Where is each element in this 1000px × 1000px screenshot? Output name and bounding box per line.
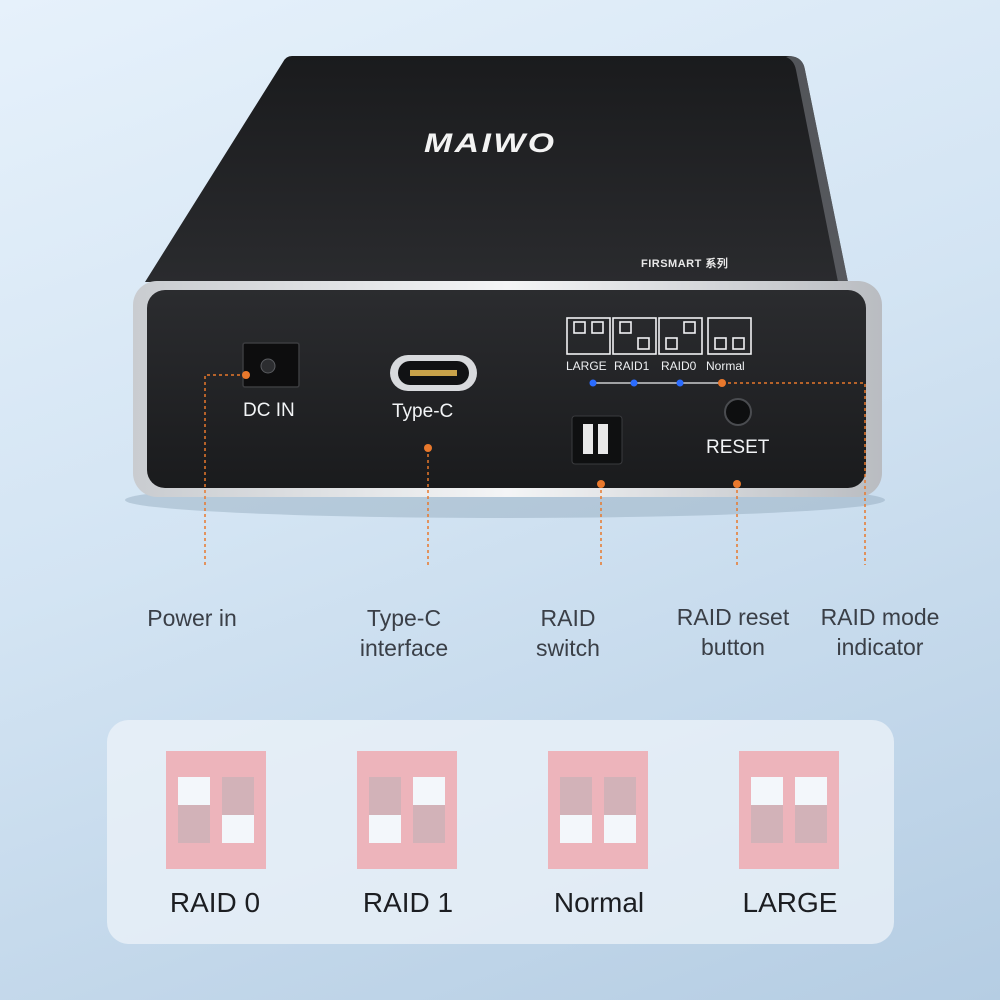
mode-label-large: LARGE — [742, 887, 838, 918]
mode-label-raid0: RAID 0 — [169, 887, 261, 918]
mode-label-normal: Normal — [553, 887, 645, 918]
series-label: FIRSMART 系列 — [641, 258, 729, 270]
led-large — [589, 379, 597, 387]
reset-button — [724, 398, 752, 426]
callout-power: Power in — [147, 605, 237, 631]
led-label-normal: Normal — [706, 359, 745, 373]
callout-dots — [242, 371, 741, 488]
raid-modes-panel — [107, 720, 894, 944]
callout-lines — [204, 374, 866, 565]
front-panel — [147, 290, 866, 488]
led-raid0 — [676, 379, 684, 387]
raid-switch-body — [571, 415, 623, 465]
typec-label: Type-C — [392, 401, 454, 422]
led-label-raid0: RAID0 — [661, 359, 697, 373]
dc-in-label: DC IN — [243, 400, 295, 421]
brand-logo: MAIWO — [424, 128, 557, 158]
reset-label: RESET — [706, 437, 770, 458]
led-mode-diagrams — [566, 317, 752, 355]
dc-jack-hole — [260, 358, 276, 374]
raid-switch-knob-left — [583, 424, 593, 454]
mode-label-raid1: RAID 1 — [362, 887, 454, 918]
led-raid1 — [630, 379, 638, 387]
led-label-raid1: RAID1 — [614, 359, 650, 373]
enclosure-top-edge — [786, 56, 848, 282]
led-label-large: LARGE — [566, 359, 607, 373]
typec-pins — [410, 370, 457, 376]
enclosure-top — [145, 56, 848, 282]
raid-switch-knob-right — [598, 424, 608, 454]
